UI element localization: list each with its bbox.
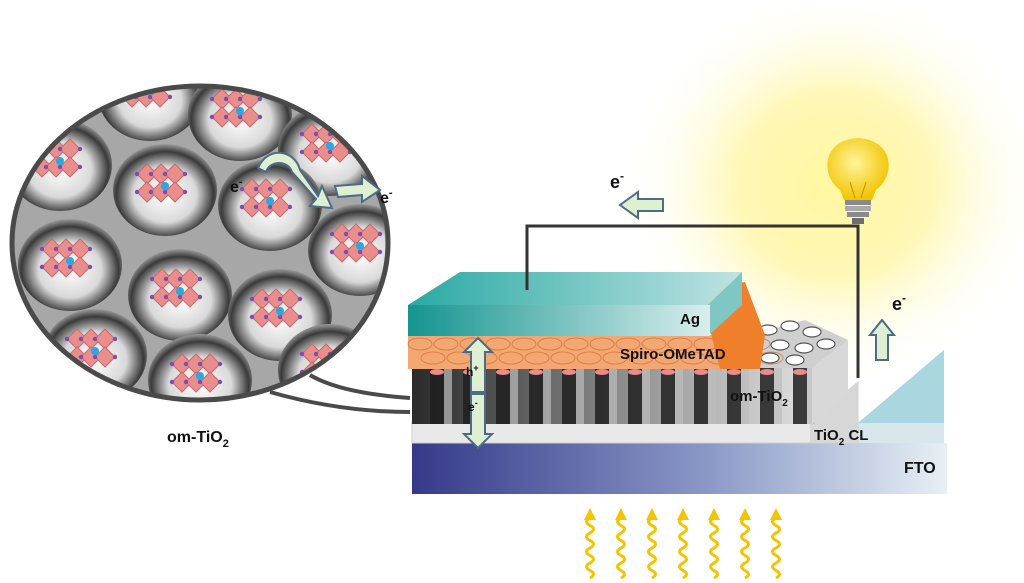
ag-layer: Ag — [408, 272, 742, 336]
sunlight-rays-icon — [584, 508, 782, 580]
pore — [218, 159, 322, 251]
zoom-material-label: om-TiO2 — [167, 429, 229, 450]
zoom-electron-arrows: e- e- — [230, 151, 393, 210]
tio2-cl-label: TiO2 CL — [814, 427, 868, 448]
pore — [128, 249, 232, 341]
pore — [18, 219, 122, 311]
circuit-electron-arrow-top — [618, 190, 664, 220]
pore — [113, 144, 217, 236]
zoom-bubble — [9, 83, 411, 414]
pore — [278, 324, 382, 400]
porous-surface — [748, 320, 848, 368]
circuit-wire — [525, 224, 860, 378]
carrier-arrows: h+ e- — [461, 336, 495, 450]
pore — [308, 204, 388, 296]
pore — [12, 119, 112, 211]
zoom-electron-right-label: e- — [380, 187, 393, 207]
lightbulb-icon — [827, 138, 889, 224]
device-stack: FTO TiO2 CL om-TiO2 Spiro-OMeTAD — [407, 272, 947, 494]
spiro-label: Spiro-OMeTAD — [620, 346, 726, 363]
pore — [188, 86, 292, 161]
pore — [98, 86, 202, 141]
transport-electron-label: e- — [468, 398, 478, 414]
electron-arrow-icon — [461, 393, 495, 450]
zoom-electron-left-label: e- — [230, 176, 243, 196]
fto-label: FTO — [904, 460, 936, 477]
hole-arrow-icon — [461, 336, 495, 393]
circuit-electron-arrow-right — [867, 318, 897, 361]
circuit-electron-right-label: e- — [892, 291, 906, 314]
tio2-cl-layer: TiO2 CL — [411, 380, 868, 448]
pore — [148, 334, 252, 400]
zoom-connector — [308, 373, 411, 400]
hole-label: h+ — [466, 363, 479, 379]
om-tio2-label: om-TiO2 — [730, 388, 788, 409]
ag-label: Ag — [680, 311, 700, 328]
circuit-electron-top-label: e- — [610, 169, 624, 192]
